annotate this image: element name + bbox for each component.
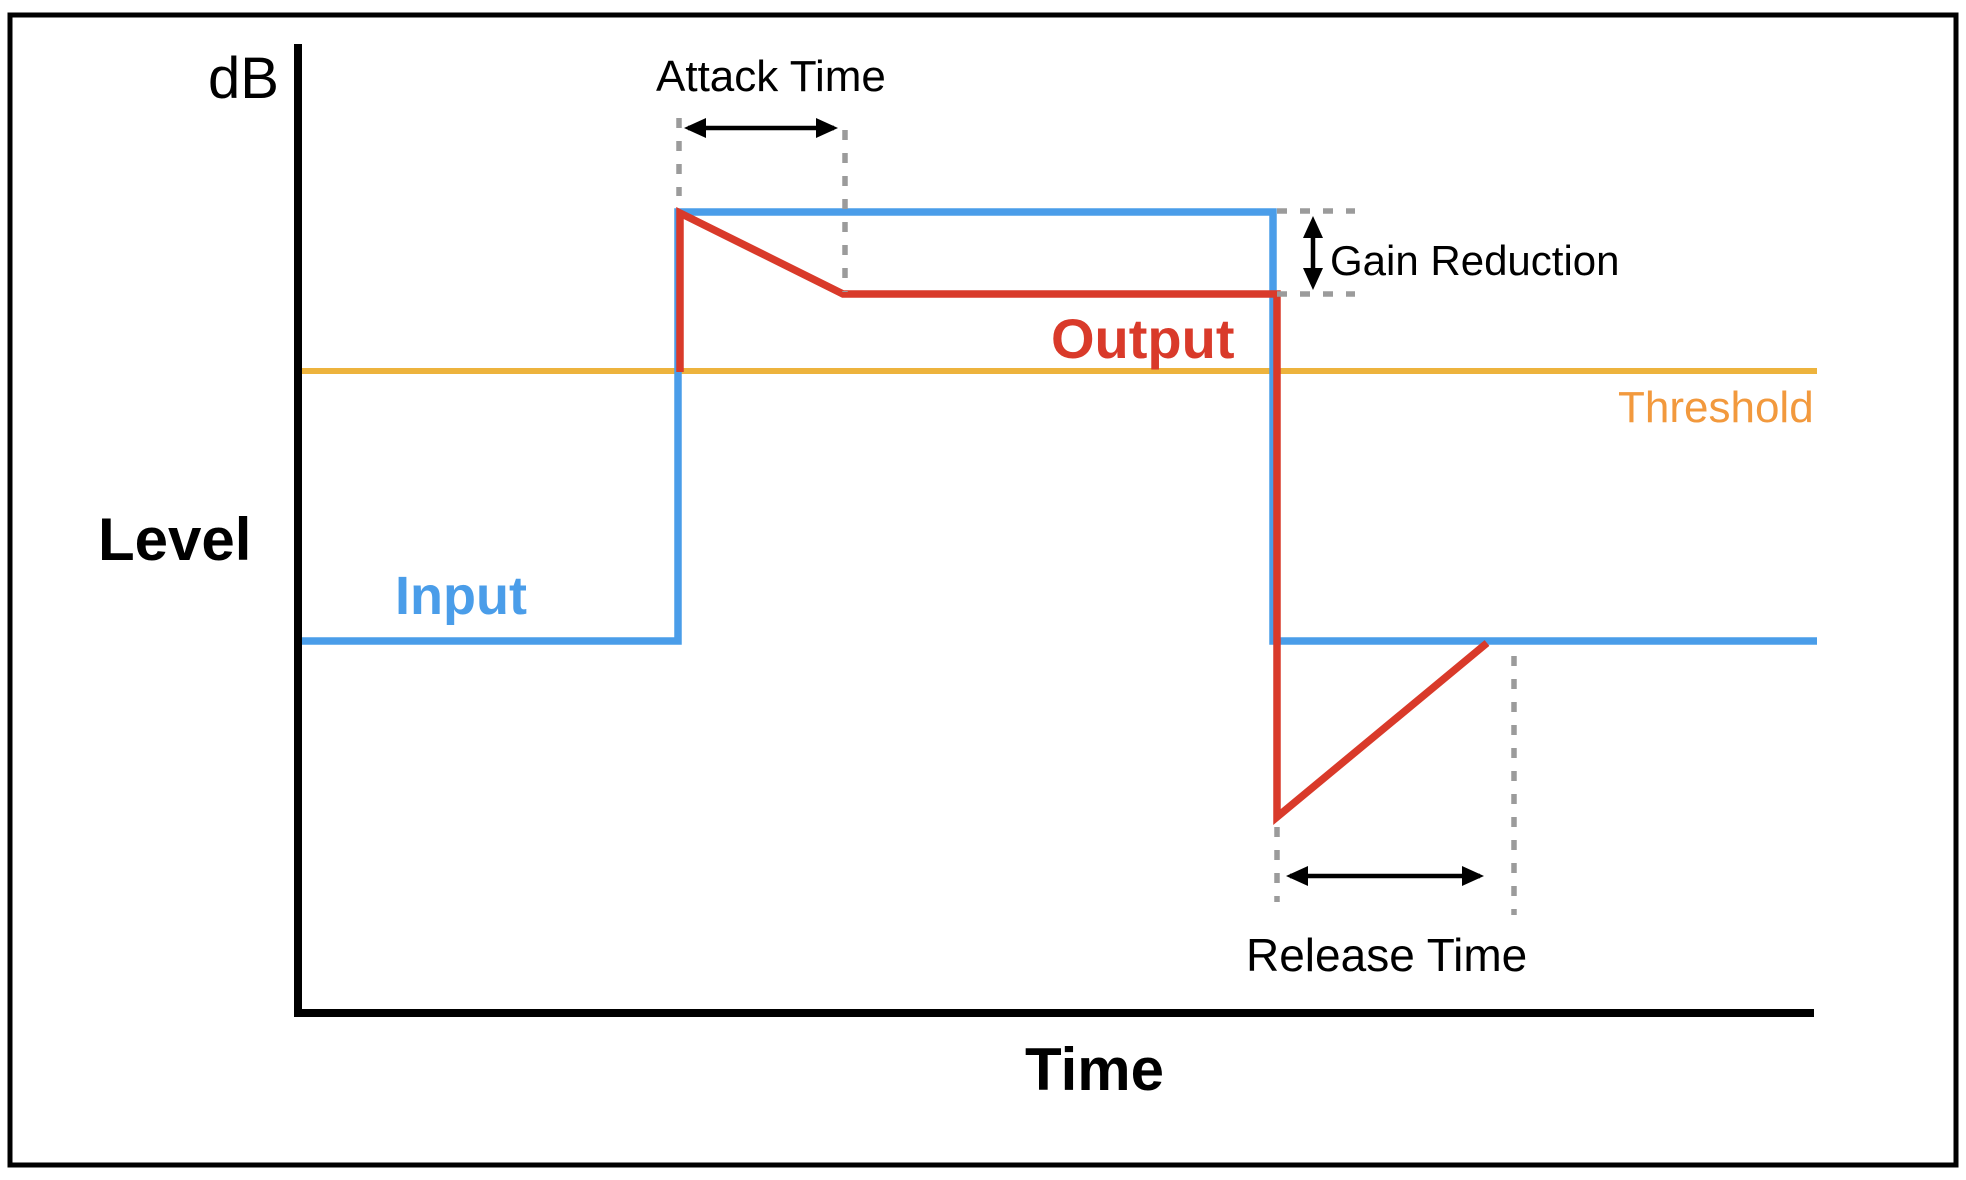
gain-reduction-arrowhead-up-icon bbox=[1303, 216, 1323, 238]
input-series-label: Input bbox=[395, 566, 527, 626]
release-time-annotation: Release Time bbox=[1246, 929, 1528, 981]
output-series-label: Output bbox=[1051, 307, 1235, 370]
y-axis-unit-label: dB bbox=[208, 46, 279, 111]
x-axis-title: Time bbox=[1025, 1036, 1164, 1103]
attack-time-annotation: Attack Time bbox=[656, 52, 886, 101]
frame-border bbox=[7, 12, 1959, 1168]
gain-reduction-arrowhead-down-icon bbox=[1303, 268, 1323, 290]
release-time-arrowhead-left-icon bbox=[1286, 866, 1308, 886]
attack-time-arrowhead-right-icon bbox=[816, 118, 838, 138]
output-signal-line bbox=[676, 206, 1490, 825]
attack-time-arrowhead-left-icon bbox=[684, 118, 706, 138]
release-time-arrowhead-right-icon bbox=[1462, 866, 1484, 886]
y-axis-title: Level bbox=[98, 506, 252, 573]
input-signal-line bbox=[297, 208, 1817, 645]
gain-reduction-annotation: Gain Reduction bbox=[1330, 237, 1620, 284]
threshold-label: Threshold bbox=[1618, 383, 1814, 432]
